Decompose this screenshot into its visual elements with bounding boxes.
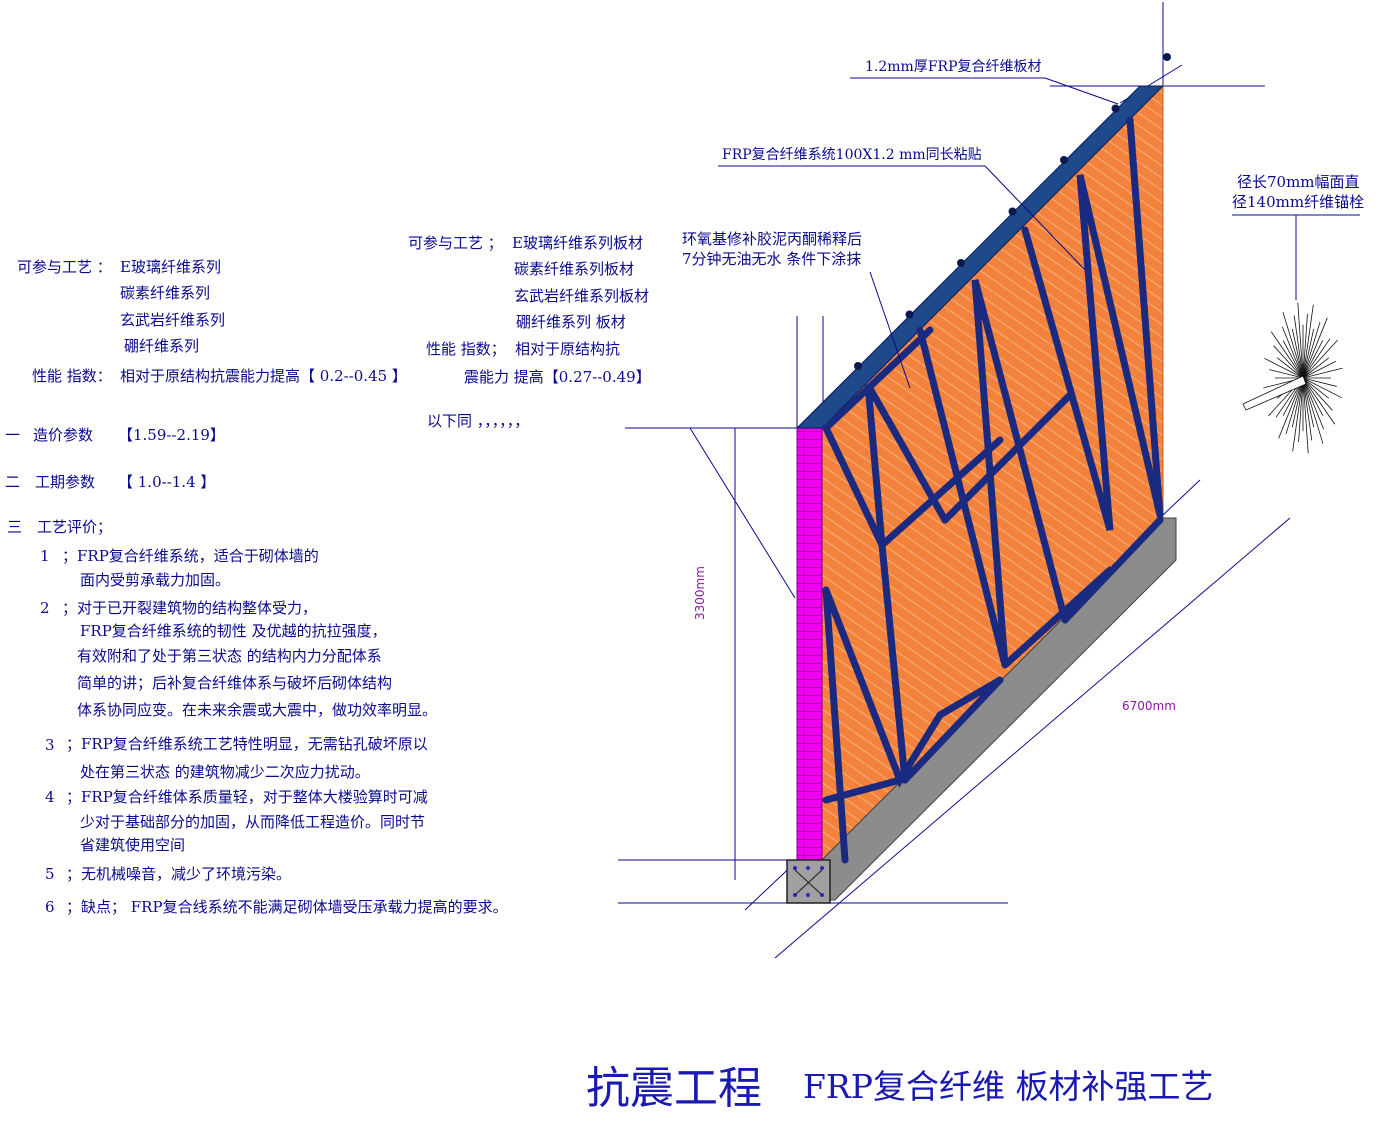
title-sub: FRP复合纤维 板材补强工艺: [803, 1067, 1214, 1106]
eval-num-5: 5: [45, 865, 55, 883]
eval-2-line-3: 有效附和了处于第三状态 的结构内力分配体系: [77, 647, 382, 665]
anchor-note-line-2: 径140mm纤维锚栓: [1232, 193, 1365, 211]
eval-2-line-2: FRP复合纤维系统的韧性 及优越的抗拉强度，: [80, 622, 387, 640]
fiber-anchor-icon: [1242, 302, 1343, 454]
left-alt-item-3: 玄武岩纤维系列: [120, 311, 226, 329]
mid-alt-item-3: 玄武岩纤维系列板材: [514, 287, 650, 305]
left-alt-item-2: 碳素纤维系列: [120, 284, 211, 302]
eval-num-3: 3: [45, 736, 55, 754]
left-performance-value: 相对于原结构抗震能力提高【 0.2--0.45 】: [120, 367, 407, 385]
period-label: 工期参数: [35, 473, 96, 491]
title-main: 抗震工程: [586, 1063, 762, 1114]
cap-bolts: [854, 53, 1171, 370]
wall-side-section: [796, 427, 823, 861]
eval-4-line-1: ；FRP复合纤维体系质量轻，对于整体大楼验算时可减: [66, 788, 428, 806]
eval-4-line-3: 省建筑使用空间: [80, 836, 186, 854]
plate-thickness-note: 1.2mm厚FRP复合纤维板材: [865, 59, 1042, 75]
mid-alt-item-4: 硼纤维系列 板材: [516, 313, 626, 331]
cost-label: 造价参数: [33, 426, 94, 444]
strip-system-note: FRP复合纤维系统100X1.2 mm同长粘贴: [722, 147, 982, 163]
length-dimension: 6700mm: [1122, 699, 1176, 713]
annotation-leaders: [689, 77, 1360, 599]
eval-2-line-5: 体系协同应变。在未来余震或大震中，做功效率明显。: [77, 701, 438, 719]
eval-4-line-2: 少对于基础部分的加固，从而降低工程造价。同时节: [80, 813, 426, 831]
period-value: 【 1.0--1.4 】: [118, 473, 216, 491]
left-alt-item-1: E玻璃纤维系列: [120, 258, 221, 276]
epoxy-note-line-1: 环氧基修补胶泥丙酮稀释后: [682, 230, 863, 248]
base-beam: [786, 517, 1177, 904]
frp-strips: [822, 116, 1164, 864]
mid-performance-line-2: 震能力 提高【0.27--0.49】: [464, 368, 651, 386]
cost-index: 一: [5, 426, 21, 444]
eval-num-6: 6: [45, 898, 55, 916]
mid-alt-item-1: E玻璃纤维系列板材: [512, 234, 643, 252]
anchor-note-line-1: 径长70mm幅面直: [1237, 173, 1360, 191]
eval-2-line-1: ；对于已开裂建筑物的结构整体受力，: [62, 599, 318, 617]
mid-alt-process-label: 可参与工艺 ；: [408, 234, 503, 252]
eval-num-1: 1: [40, 547, 50, 565]
eval-index: 三: [7, 518, 23, 536]
mid-performance-line-1: 相对于原结构抗: [515, 340, 621, 358]
period-index: 二: [5, 473, 21, 491]
left-performance-label: 性能 指数：: [32, 367, 112, 385]
left-alt-process-label: 可参与工艺 ：: [17, 258, 112, 276]
frp-plate-cap: [795, 85, 1165, 429]
eval-5-line-1: ；无机械噪音，减少了环境污染。: [66, 865, 292, 883]
eval-6-line-1: ；缺点； FRP复合线系统不能满足砌体墙受压承载力提高的要求。: [66, 898, 508, 916]
mid-alt-item-2: 碳素纤维系列板材: [514, 260, 635, 278]
eval-2-line-4: 简单的讲；后补复合纤维体系与破坏后砌体结构: [77, 674, 393, 692]
eval-num-2: 2: [40, 599, 50, 617]
eval-1-line-1: ；FRP复合纤维系统，适合于砌体墙的: [62, 547, 319, 565]
eval-3-line-1: ；FRP复合纤维系统工艺特性明显，无需钻孔破坏原以: [66, 735, 428, 753]
eval-1-line-2: 面内受剪承载力加固。: [80, 571, 231, 589]
mid-performance-label: 性能 指数；: [426, 340, 506, 358]
eval-label: 工艺评价；: [37, 518, 113, 536]
mid-below-same: 以下同 ，，，，，，: [427, 412, 530, 430]
epoxy-note-line-2: 7分钟无油无水 条件下涂抹: [682, 250, 862, 268]
cost-value: 【1.59--2.19】: [118, 426, 225, 444]
eval-num-4: 4: [45, 788, 55, 806]
height-dimension: 3300mm: [693, 566, 707, 620]
eval-3-line-2: 处在第三状态 的建筑物减少二次应力扰动。: [80, 763, 370, 781]
left-alt-item-4: 硼纤维系列: [124, 337, 200, 355]
